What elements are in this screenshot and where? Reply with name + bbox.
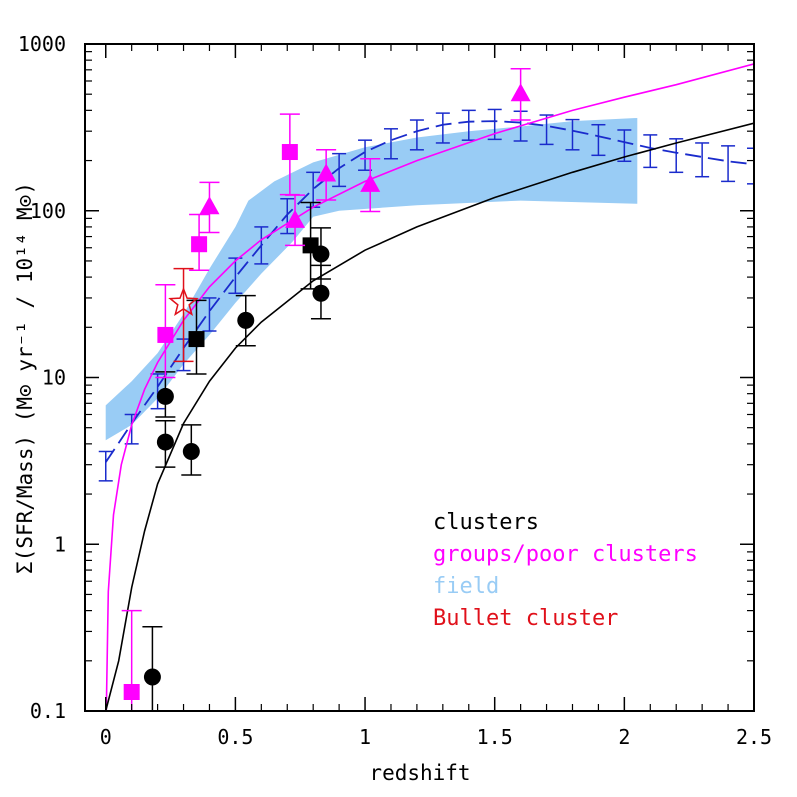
legend-entry: groups/poor clusters	[433, 542, 698, 567]
data-point-triangle	[316, 163, 337, 182]
axes: 0 0.5 1 1.5 2 2.5 0.1 1 10 100 1000	[18, 32, 772, 749]
data-point-square	[188, 331, 205, 348]
field-band	[105, 118, 638, 441]
x-tick-label: 1	[359, 725, 371, 749]
x-tick-label: 1.5	[477, 725, 513, 749]
data-point-circle	[237, 311, 255, 329]
data-point-triangle	[360, 173, 381, 192]
field-model-line	[104, 120, 754, 463]
legend-entry: field	[433, 574, 499, 599]
y-tick-label: 1	[54, 532, 66, 556]
data-point-circle	[143, 668, 161, 686]
model-line	[104, 122, 754, 711]
y-tick-label: 10	[42, 366, 66, 390]
data-point-square	[157, 326, 174, 343]
data-point-square	[302, 237, 319, 254]
plot-area	[98, 63, 754, 711]
data-point-circle	[156, 433, 174, 451]
data-point-circle	[156, 387, 174, 405]
legend-entry: clusters	[433, 510, 539, 535]
data-point-triangle	[510, 83, 531, 102]
y-axis-label: Σ(SFR/Mass) (M⊙ yr⁻¹ / 10¹⁴ M⊙)	[13, 182, 37, 574]
x-tick-label: 0.5	[217, 725, 253, 749]
x-tick-label: 0	[100, 725, 112, 749]
x-axis-label: redshift	[369, 761, 470, 785]
x-tick-label: 2.5	[736, 725, 772, 749]
legend-entry: Bullet cluster	[433, 606, 618, 631]
data-point-circle	[182, 442, 200, 460]
data-point-star	[168, 286, 199, 317]
x-tick-label: 2	[618, 725, 630, 749]
model-line	[105, 63, 754, 711]
legend: clusters groups/poor clusters fieldBullet …	[433, 510, 698, 631]
data-point-square	[123, 683, 140, 700]
y-tick-label: 1000	[18, 32, 66, 56]
data-point-square	[191, 236, 208, 253]
data-point-triangle	[199, 196, 220, 215]
data-point-triangle	[285, 209, 306, 228]
data-point-circle	[312, 284, 330, 302]
y-tick-label: 100	[30, 199, 66, 223]
data-point-square	[281, 144, 298, 161]
y-tick-label: 0.1	[30, 699, 66, 723]
